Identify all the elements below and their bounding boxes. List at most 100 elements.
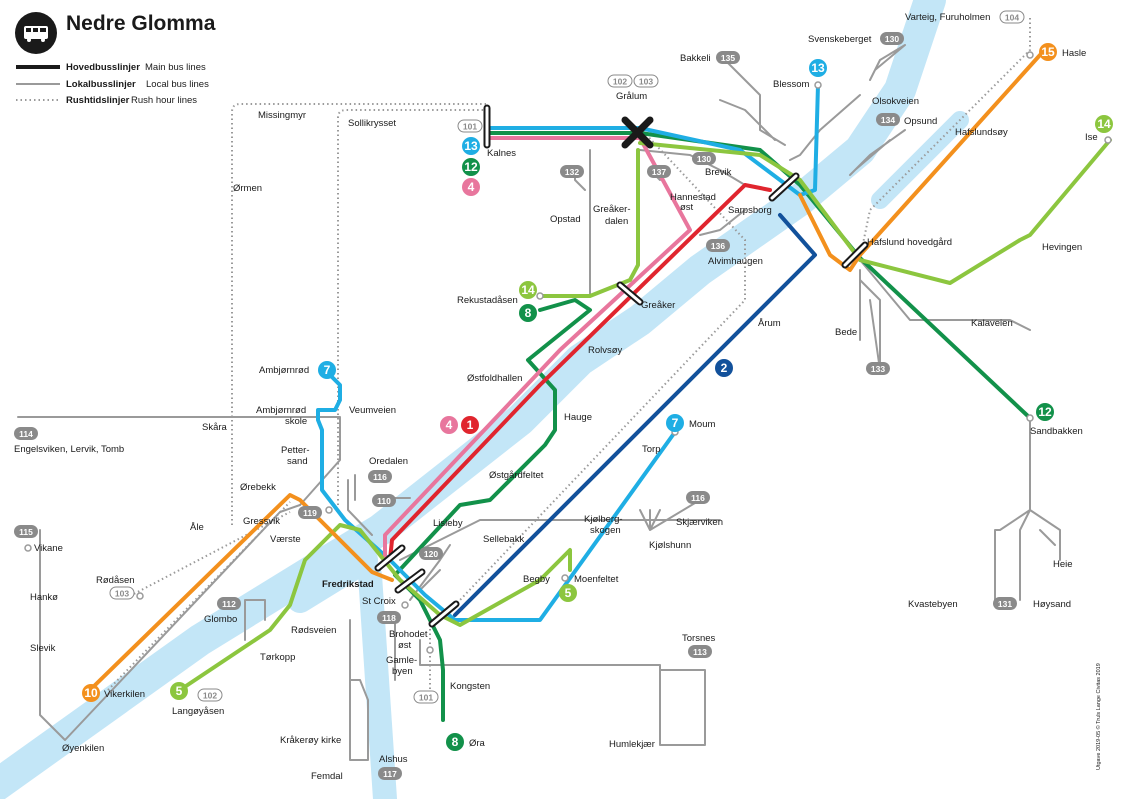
svg-text:110: 110	[377, 496, 391, 506]
svg-text:4: 4	[446, 418, 453, 432]
svg-text:13: 13	[811, 61, 825, 75]
stop-label: Værste	[270, 534, 301, 545]
svg-text:14: 14	[1097, 117, 1111, 131]
stop-label: Humlekjær	[609, 739, 655, 750]
stop-label: St Croix	[362, 596, 396, 607]
stop-label: Svenskeberget	[808, 34, 872, 45]
stop-label: Langøyåsen	[172, 706, 224, 717]
stop-label: Engelsviken, Lervik, Tomb	[14, 444, 124, 455]
legend-rush-bold: Rushtidslinjer	[66, 95, 130, 106]
stop-label: Gressvik	[243, 516, 280, 527]
svg-text:14: 14	[521, 283, 535, 297]
stop-label: Sandbakken	[1030, 426, 1083, 437]
legend-main-light: Main bus lines	[145, 62, 206, 73]
svg-text:8: 8	[525, 306, 532, 320]
svg-text:130: 130	[697, 154, 711, 164]
svg-text:7: 7	[324, 363, 331, 377]
stop-label: Begby	[523, 574, 550, 585]
stop-label: Rekustadåsen	[457, 295, 518, 306]
legend: Hovedbusslinjer Main bus lines Lokalbuss…	[16, 62, 209, 106]
title-block: Nedre Glomma	[15, 12, 216, 54]
svg-text:8: 8	[452, 735, 459, 749]
local-117-badge: 117	[378, 767, 402, 780]
stop-label: Fredrikstad	[322, 579, 374, 590]
stop-label: Hevingen	[1042, 242, 1082, 253]
local-134-badge: 134	[876, 113, 900, 126]
route-12-badge: 12	[462, 158, 480, 176]
svg-text:5: 5	[176, 684, 183, 698]
stop-label: Olsokveien	[872, 96, 919, 107]
stop-label: Ise	[1085, 132, 1098, 143]
route-15-badge: 15	[1039, 43, 1057, 61]
svg-text:116: 116	[373, 472, 387, 482]
stop-label: øst	[398, 640, 412, 651]
stop-label: Hankø	[30, 592, 58, 603]
stop-label: Østgårdfeltet	[489, 470, 544, 481]
stop-label: Øyenkilen	[62, 743, 104, 754]
route-2-badge: 2	[715, 359, 733, 377]
svg-text:113: 113	[693, 647, 707, 657]
stop-label: skole	[285, 416, 307, 427]
svg-text:7: 7	[672, 416, 679, 430]
local-116-badge: 116	[686, 491, 710, 504]
svg-text:4: 4	[468, 180, 475, 194]
local-101-badge: 101	[457, 119, 483, 133]
stop-label: Hafslundsøy	[955, 127, 1008, 138]
stop-label: Brohodet	[389, 629, 428, 640]
stop-label: Brevik	[705, 167, 732, 178]
stop-label: Kjølshunn	[649, 540, 691, 551]
stop-label: Kalaveien	[971, 318, 1013, 329]
stop-label: Øra	[469, 738, 486, 749]
svg-text:103: 103	[115, 589, 129, 599]
local-130-badge: 130	[880, 32, 904, 45]
stop-label: Bakkeli	[680, 53, 711, 64]
stop-label: Ambjørnrød	[259, 365, 309, 376]
stop-label: Hafslund hovedgård	[867, 237, 952, 248]
route-4-badge: 4	[462, 178, 480, 196]
local-103-badge: 103	[109, 586, 135, 600]
local-110-badge: 110	[372, 494, 396, 507]
local-104-badge: 104	[999, 10, 1025, 24]
stop-label: Veumveien	[349, 405, 396, 416]
stop-label: Gamle-	[386, 655, 417, 666]
stop-label: Alshus	[379, 754, 408, 765]
stop-label: sand	[287, 456, 308, 467]
route-10-badge: 10	[82, 684, 100, 702]
stop-label: Varteig, Furuholmen	[905, 12, 990, 23]
stop-labels: Varteig, Furuholmen Svenskeberget Bakkel…	[14, 12, 1098, 782]
stop-label: Missingmyr	[258, 110, 306, 121]
stop-label: Ørmen	[233, 183, 262, 194]
stop-label: Skjærviken	[676, 517, 723, 528]
stop-label: Sellebakk	[483, 534, 524, 545]
svg-text:104: 104	[1005, 13, 1019, 23]
legend-main-bold: Hovedbusslinjer	[66, 62, 140, 73]
stop-label: Moum	[689, 419, 715, 430]
local-103-badge: 103	[633, 74, 659, 88]
stop-label: Petter-	[281, 445, 310, 456]
local-136-badge: 136	[706, 239, 730, 252]
route-7-badge: 7	[318, 361, 336, 379]
svg-text:131: 131	[998, 599, 1012, 609]
stop-label: dalen	[605, 216, 628, 227]
local-114-badge: 114	[14, 427, 38, 440]
svg-text:102: 102	[203, 691, 217, 701]
svg-text:137: 137	[652, 167, 666, 177]
route-5-badge: 5	[170, 682, 188, 700]
stop-label: byen	[392, 666, 413, 677]
stop-label: Torp	[642, 444, 660, 455]
stop-label: Østfoldhallen	[467, 373, 522, 384]
stop-label: Lisleby	[433, 518, 463, 529]
svg-text:10: 10	[84, 686, 98, 700]
local-115-badge: 115	[14, 525, 38, 538]
svg-text:135: 135	[721, 53, 735, 63]
stop-label: Femdal	[311, 771, 343, 782]
stop-label: Hauge	[564, 412, 592, 423]
svg-text:102: 102	[613, 77, 627, 87]
svg-text:15: 15	[1041, 45, 1055, 59]
local-118-badge: 118	[377, 611, 401, 624]
local-119-badge: 119	[298, 506, 322, 519]
route-8-badge: 8	[519, 304, 537, 322]
rush-hour-lines	[107, 18, 1031, 700]
svg-text:112: 112	[222, 599, 236, 609]
